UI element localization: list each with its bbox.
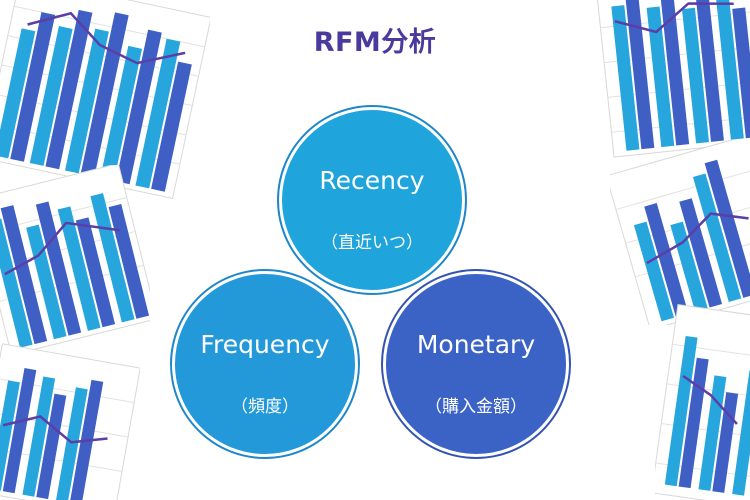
recency-circle: Recency （直近いつ） bbox=[279, 107, 465, 293]
monetary-sublabel: （購入金額） bbox=[425, 397, 527, 417]
frequency-circle: Frequency （頻度） bbox=[172, 271, 358, 457]
frequency-label: Frequency bbox=[200, 330, 330, 359]
recency-sublabel: （直近いつ） bbox=[321, 233, 423, 253]
monetary-circle: Monetary （購入金額） bbox=[383, 271, 569, 457]
bar-chart-paper-icon bbox=[0, 165, 150, 355]
page-title: RFM分析 bbox=[313, 27, 437, 58]
bar-chart-paper-icon bbox=[0, 0, 210, 200]
bar-chart-paper-icon bbox=[596, 0, 750, 158]
monetary-label: Monetary bbox=[416, 330, 536, 359]
bar-chart-paper-icon bbox=[610, 140, 750, 325]
frequency-sublabel: （頻度） bbox=[231, 397, 299, 417]
bar-chart-paper-icon bbox=[655, 304, 750, 500]
bar-chart-paper-icon bbox=[0, 343, 140, 500]
recency-label: Recency bbox=[319, 166, 425, 195]
